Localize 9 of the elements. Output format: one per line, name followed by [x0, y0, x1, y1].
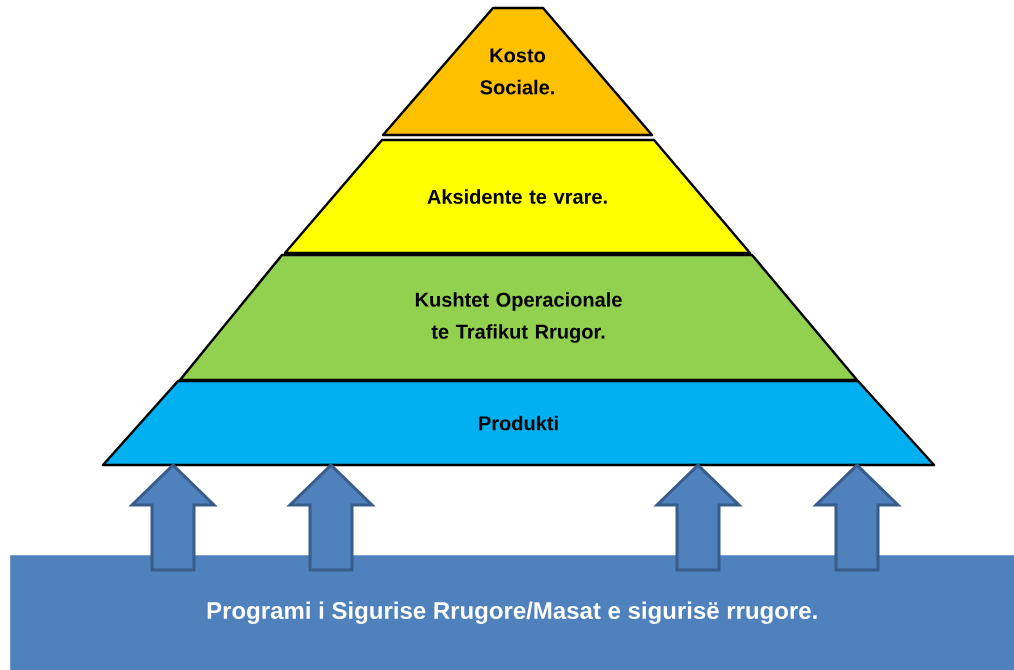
block-arrow — [286, 463, 376, 572]
block-arrow — [128, 463, 218, 572]
block-arrow — [812, 463, 902, 572]
pyramid-layer: Aksidente te vrare. — [283, 138, 752, 255]
pyramid-layer: Produkti — [101, 379, 936, 467]
base-band: Programi i Sigurise Rrugore/Masat e sigurisë rrugore. — [10, 555, 1014, 670]
pyramid-layer: Kosto Sociale. — [381, 6, 654, 137]
pyramid-layer: Kushtet Operacionale te Trafikut Rrugor. — [178, 253, 859, 382]
block-arrow — [653, 463, 743, 572]
